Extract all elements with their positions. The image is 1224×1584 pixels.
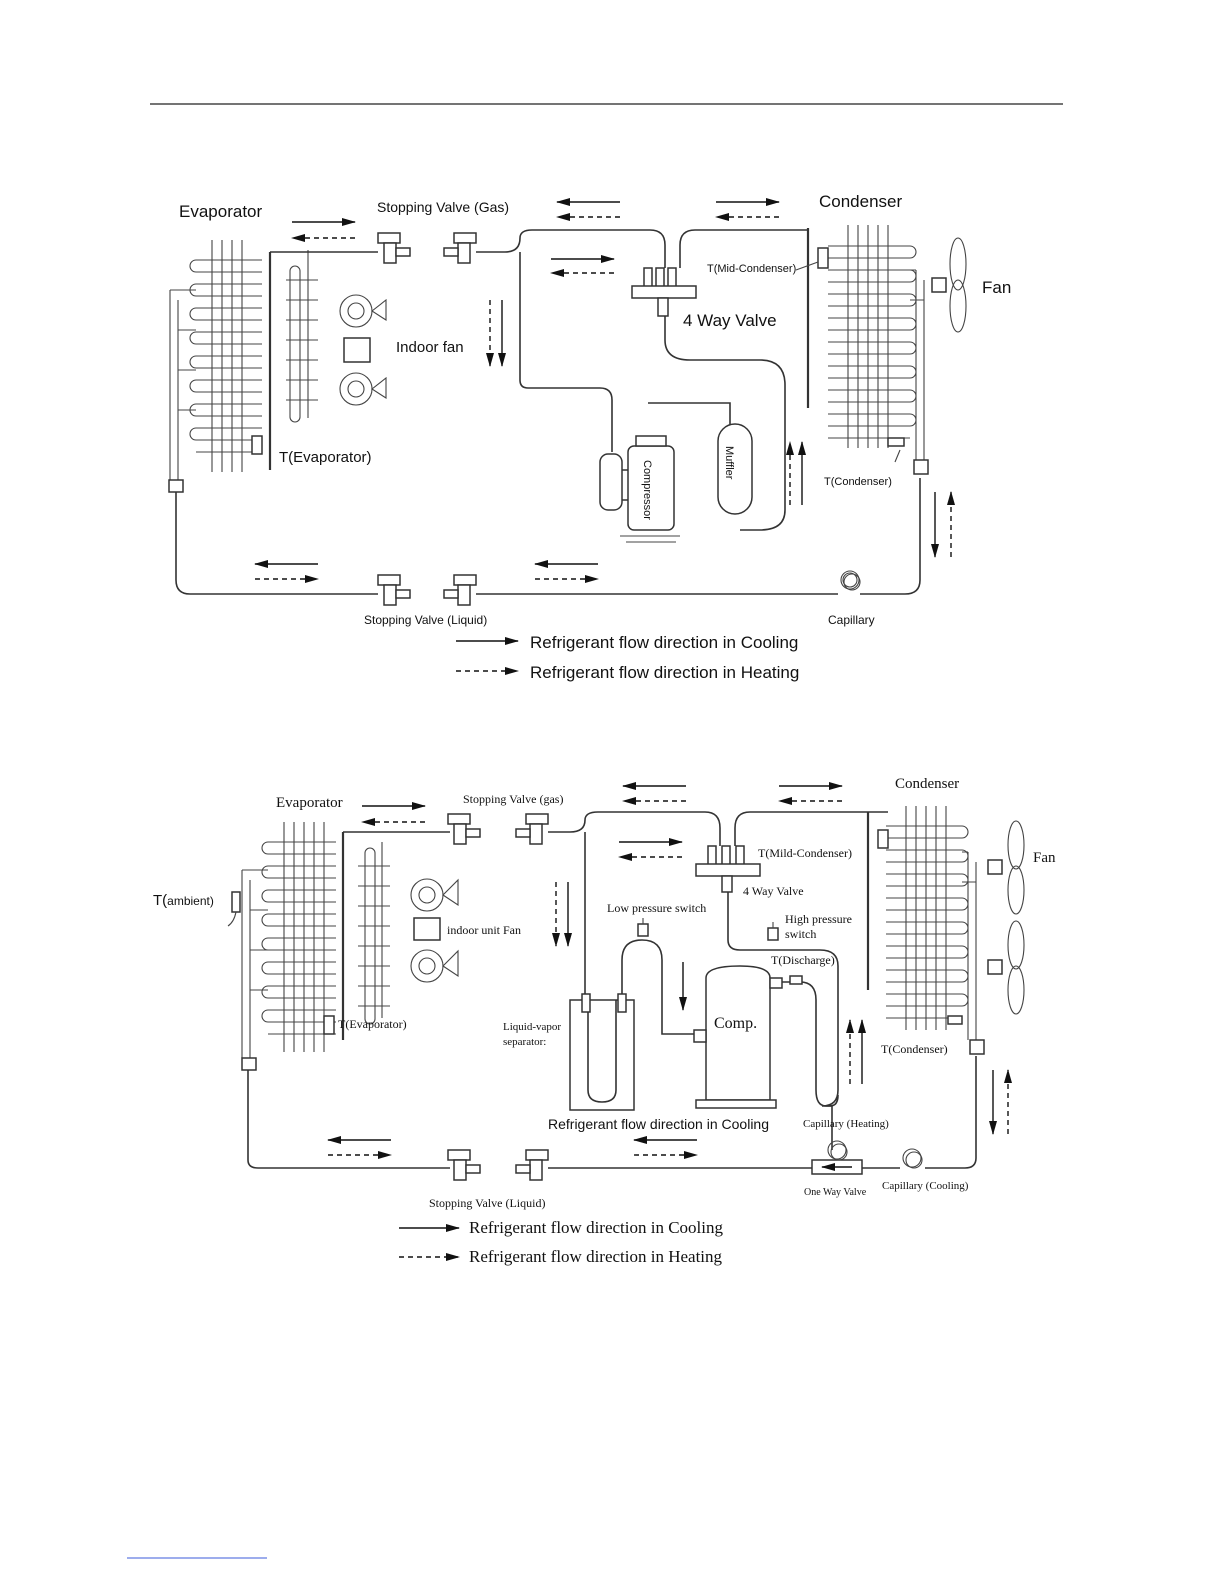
d1-fan-label: Fan: [982, 278, 1011, 297]
compressor-assembly: [599, 435, 680, 543]
d2-t-ambient-sensor: [231, 891, 241, 913]
d2-high-pressure-switch-label-1: High pressure: [785, 912, 852, 926]
d1-muffler-label: Muffler: [723, 446, 735, 480]
d2-capillary-heating-label: Capillary (Heating): [803, 1118, 889, 1130]
d1-legend-cooling-label: Refrigerant flow direction in Cooling: [530, 633, 798, 652]
t-evaporator-sensor: [251, 435, 263, 455]
d2-compressor: [693, 965, 803, 1109]
d1-stopping-valve-liquid-label: Stopping Valve (Liquid): [364, 613, 487, 627]
muffler: [717, 423, 753, 515]
d2-indoor-fan-icon: [410, 878, 459, 983]
d2-capillary-heating-coil: [827, 1140, 848, 1161]
d2-stopping-valve-liquid: [447, 1149, 549, 1181]
d2-comp-label: Comp.: [714, 1015, 757, 1032]
d1-indoor-fan-label: Indoor fan: [396, 339, 464, 356]
d2-outdoor-fan-icons: [987, 820, 1025, 1015]
t-mid-condenser-sensor: [817, 247, 829, 269]
d1-legend-heating-label: Refrigerant flow direction in Heating: [530, 663, 799, 682]
d2-four-way-valve-label: 4 Way Valve: [743, 884, 804, 898]
d2-liquid-vapor-label-2: separator:: [503, 1036, 546, 1048]
d1-condenser-label: Condenser: [819, 192, 903, 211]
t-condenser-sensor: [887, 437, 905, 447]
d2-legend-cooling-label: Refrigerant flow direction in Cooling: [469, 1218, 723, 1237]
d2-t-mild-condenser-label: T(Mild-Condenser): [758, 846, 852, 860]
d2-t-condenser-label: T(Condenser): [881, 1042, 948, 1056]
d1-evaporator-label: Evaporator: [179, 202, 262, 221]
d2-one-way-valve: [811, 1159, 863, 1175]
d1-four-way-valve-label: 4 Way Valve: [683, 311, 777, 330]
diagram-2-flow-arrows: [327, 782, 1012, 1159]
stopping-valve-gas: [377, 232, 477, 264]
d2-stopping-valve-liquid-label: Stopping Valve (Liquid): [429, 1196, 545, 1210]
d1-capillary-label: Capillary: [828, 613, 875, 627]
d2-t-evaporator-sensor: [323, 1015, 335, 1035]
d2-evaporator-coil: [241, 822, 336, 1058]
outdoor-fan-icon: [931, 237, 967, 333]
diagram-1-pipes: [175, 229, 921, 595]
indoor-fan-icon: [339, 294, 387, 406]
d2-four-way-valve: [695, 845, 761, 893]
d2-high-pressure-switch: [767, 922, 779, 941]
d2-low-pressure-switch: [637, 918, 649, 937]
indoor-fan-grille: [286, 250, 318, 423]
d2-t-condenser-sensor: [947, 1015, 963, 1025]
d2-low-pressure-switch-label: Low pressure switch: [607, 901, 706, 915]
d2-capillary-cooling-label: Capillary (Cooling): [882, 1180, 969, 1192]
d2-t-evaporator-label: T(Evaporator): [338, 1017, 407, 1031]
d2-indoor-grille: [358, 842, 390, 1025]
diagram-1-flow-arrows: [254, 198, 955, 583]
capillary-coil: [840, 570, 861, 591]
stopping-valve-liquid: [377, 574, 477, 606]
d2-one-way-valve-label: One Way Valve: [804, 1187, 867, 1198]
diagram-1-legend-symbols: [456, 637, 519, 675]
d2-high-pressure-switch-label-2: switch: [785, 927, 816, 941]
d2-t-discharge-sensor: [789, 975, 803, 985]
d2-fan-label: Fan: [1033, 850, 1056, 866]
condenser-coil: [795, 225, 929, 475]
d2-center-caption: Refrigerant flow direction in Cooling: [548, 1116, 769, 1132]
d2-liquid-vapor-label-1: Liquid-vapor: [503, 1021, 561, 1033]
d1-t-mid-condenser-label: T(Mid-Condenser): [707, 263, 796, 275]
d2-stopping-valve-gas-label: Stopping Valve (gas): [463, 792, 563, 806]
d2-indoor-unit-fan-label: indoor unit Fan: [447, 923, 521, 937]
d2-t-ambient-label: T(ambient): [153, 892, 214, 909]
d2-pipes: [247, 811, 977, 1169]
four-way-valve: [631, 267, 697, 317]
d2-t-discharge-label: T(Discharge): [771, 953, 835, 967]
diagram-2: [227, 806, 1025, 1181]
d2-capillary-cooling-coil: [902, 1148, 923, 1169]
d2-condenser-label: Condenser: [895, 776, 959, 792]
diagram-1: [168, 225, 967, 606]
d2-legend-heating-label: Refrigerant flow direction in Heating: [469, 1247, 723, 1266]
d2-condenser-coil: [866, 806, 985, 1055]
evaporator-coil: [168, 240, 272, 493]
d1-compressor-label: Compressor: [641, 460, 653, 520]
diagram-2-legend-symbols: [399, 1224, 460, 1261]
d2-evaporator-label: Evaporator: [276, 795, 343, 811]
d1-t-condenser-label: T(Condenser): [824, 476, 892, 488]
d2-liquid-vapor-separator: [569, 993, 635, 1111]
d2-t-mild-condenser-sensor: [877, 829, 889, 849]
d1-t-evaporator-label: T(Evaporator): [279, 449, 372, 466]
d2-stopping-valve-gas: [447, 813, 549, 845]
d1-stopping-valve-gas-label: Stopping Valve (Gas): [377, 199, 509, 215]
